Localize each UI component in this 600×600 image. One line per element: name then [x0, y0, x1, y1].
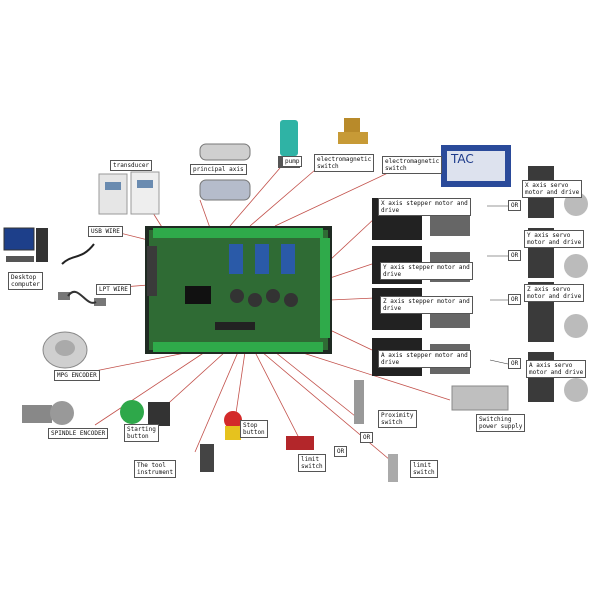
label-desktop-computer: Desktop computer	[8, 272, 43, 290]
spindle-encoder-image	[22, 401, 74, 425]
label-x-axis-servo: X axis servo motor and drive	[522, 180, 583, 198]
limit-switch-image-1	[286, 436, 314, 450]
label-tool-instrument: The tool instrument	[134, 460, 177, 478]
label-electromagnetic-switch-1: electromagnetic switch	[314, 154, 375, 172]
label-a-axis-servo: A axis servo motor and drive	[526, 360, 587, 378]
label-a-axis-stepper: A axis stepper motor and drive	[378, 350, 471, 368]
tool-instrument-image	[200, 444, 214, 472]
label-principal-axis: principal axis	[190, 164, 247, 175]
or-badge-proximity: OR	[360, 432, 374, 443]
label-stop-button: Stop button	[240, 420, 268, 438]
limit-switch-image-2	[388, 454, 398, 482]
label-z-axis-stepper: Z axis stepper motor and drive	[380, 296, 473, 314]
or-badge-limit: OR	[334, 446, 348, 457]
electromagnetic-switch-contactor-image: TAC	[441, 145, 511, 187]
principal-axis-image	[199, 143, 251, 201]
or-badge-x-axis: OR	[508, 200, 522, 211]
or-badge-y-axis: OR	[508, 250, 522, 261]
label-pump: pump	[282, 156, 303, 167]
label-y-axis-stepper: Y axis stepper motor and drive	[380, 262, 473, 280]
label-spindle-encoder: SPINDLE ENCODER	[48, 428, 109, 439]
lpt-cable-image	[58, 290, 106, 306]
label-x-axis-stepper: X axis stepper motor and drive	[378, 198, 471, 216]
or-badge-z-axis: OR	[508, 294, 522, 305]
label-lpt-wire: LPT WIRE	[96, 284, 131, 295]
label-limit-switch-2: limit switch	[410, 460, 438, 478]
label-y-axis-servo: Y axis servo motor and drive	[524, 230, 585, 248]
desktop-computer-image	[3, 227, 48, 262]
label-usb-wire: USB WIRE	[88, 226, 123, 237]
brand-logo: TAC	[450, 152, 474, 166]
starting-button-image	[120, 400, 170, 426]
label-switching-power-supply: Switching power supply	[476, 414, 526, 432]
stop-button-image	[224, 411, 242, 440]
label-limit-switch-1: limit switch	[298, 454, 326, 472]
switching-power-supply-image	[451, 385, 509, 411]
label-transducer: transducer	[110, 160, 153, 171]
electromagnetic-switch-valve-image	[338, 118, 368, 144]
transducer-image	[98, 171, 160, 215]
or-badge-a-axis: OR	[508, 358, 522, 369]
label-z-axis-servo: Z axis servo motor and drive	[524, 284, 585, 302]
usb-cable-image	[61, 243, 95, 265]
label-starting-button: Starting button	[124, 424, 159, 442]
proximity-switch-image	[354, 380, 364, 424]
label-electromagnetic-switch-2: electromagnetic switch	[382, 156, 443, 174]
label-proximity-switch: Proximity switch	[378, 410, 417, 428]
label-mpg-encoder: MPG ENCODER	[54, 370, 100, 381]
control-board	[145, 226, 332, 354]
mpg-encoder-image	[42, 331, 88, 369]
